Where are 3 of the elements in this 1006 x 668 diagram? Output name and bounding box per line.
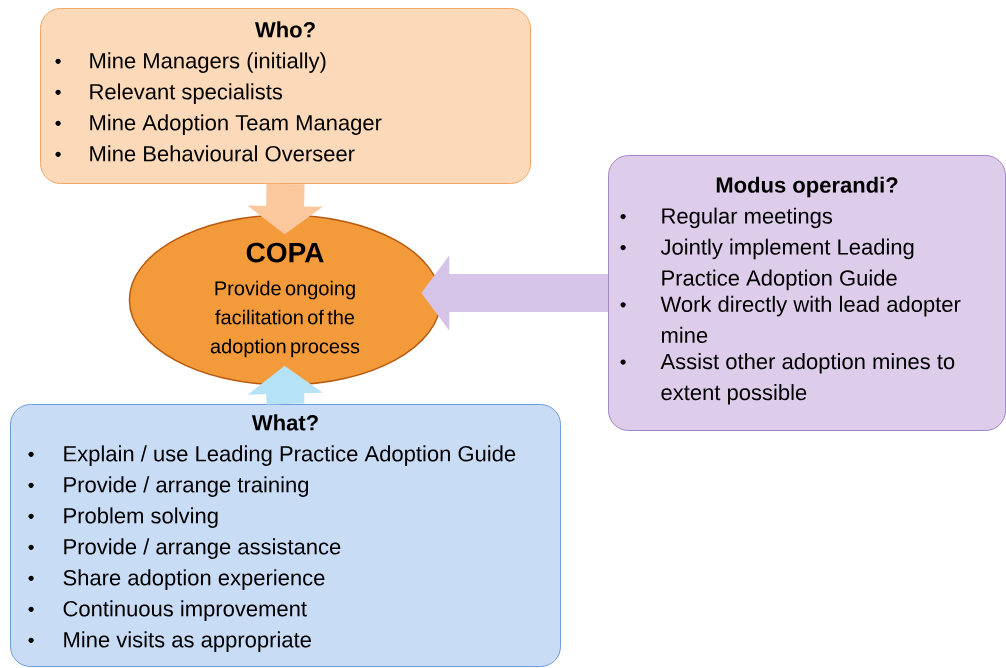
rounded-box: What? Explain / use Leading Practice Adoption Guide Provide / arrange training Problem solving Provide / arrange assistance Share adoption experience Continuous improvement Mine visits as appropriate <box>10 404 561 667</box>
rounded-box: Who? Mine Managers (initially) Relevant specialists Mine Adoption Team Manager Mine Behavioural Overseer <box>40 8 531 184</box>
rounded-box: Modus operandi? Regular meetings Jointly implement Leading Practice Adoption Guide Work directly with lead adopter mine Assist other adoption mines to extent possible <box>608 155 1006 431</box>
